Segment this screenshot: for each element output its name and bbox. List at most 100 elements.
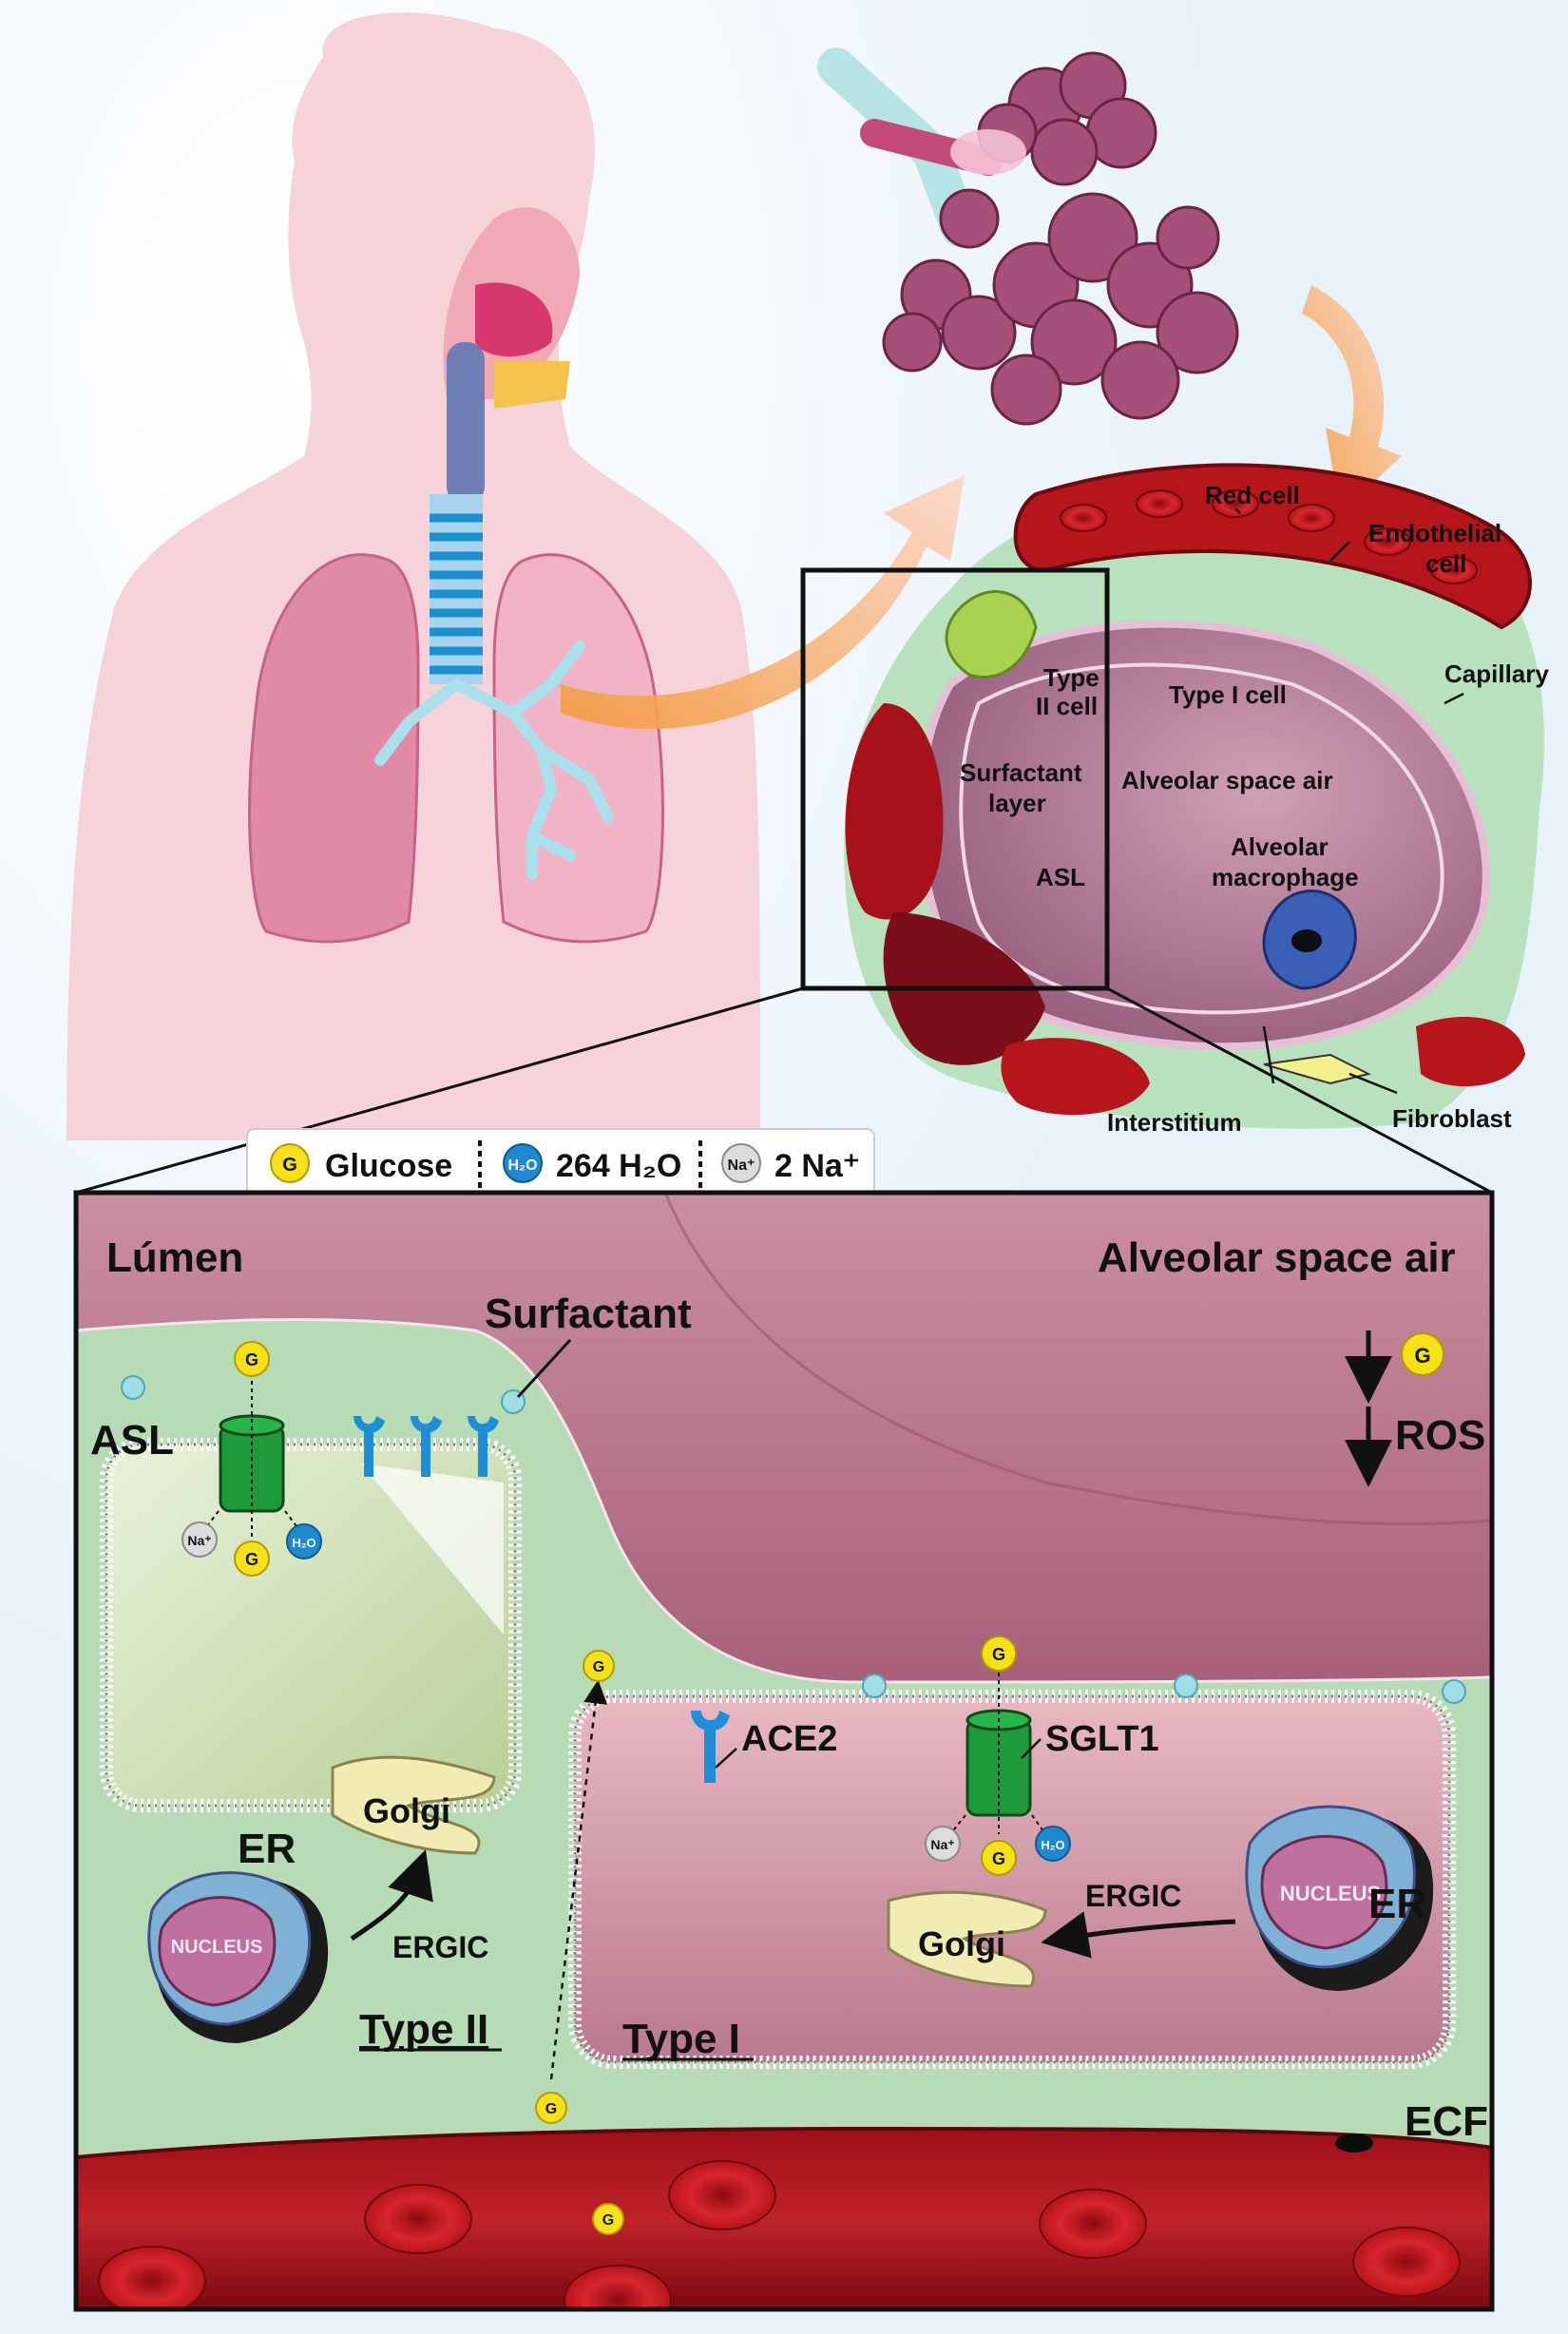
lung-to-alveolus-arrow [561,475,965,730]
legend-glucose-symbol: G [282,1155,297,1176]
alveolus-cross-section: Red cell Endothelial cell Capillary Type… [75,463,1549,1195]
label-red-cell: Red cell [1205,481,1300,509]
right-lung [248,553,420,944]
zoom-box [800,567,1110,991]
label-alveolar-space-air: Alveolar space air [1098,1234,1456,1281]
label-ecf: ECF [1405,2098,1488,2145]
type-i-golgi: Golgi [887,1890,1047,1988]
svg-text:G: G [245,1350,258,1369]
label-interstitium: Interstitium [1107,1108,1242,1137]
label-type-i: Type I [622,2016,740,2062]
label-surfactant-2: layer [988,789,1046,817]
surfactant-layer-line [959,662,1444,1015]
macrophage-nucleus [1291,929,1322,952]
label-type-i-cell: Type I cell [1169,680,1287,709]
label-macrophage-2: macrophage [1212,863,1359,891]
type-ii-highlight [361,1464,504,1635]
svg-text:Golgi: Golgi [363,1791,450,1830]
pharynx [447,342,485,504]
lumen-glucose: G [1401,1332,1444,1376]
legend-glucose-label: Glucose [325,1148,452,1184]
svg-text:Golgi: Golgi [918,1924,1005,1963]
detail-panel: G Na⁺ G H₂O G G G [73,1190,1495,2312]
label-er-type-ii: ER [238,1826,296,1872]
label-fibroblast: Fibroblast [1392,1104,1512,1133]
type-ii-water: H₂O [286,1523,322,1559]
label-type-ii: Type II [359,2006,488,2053]
alveolus-leader-lines [1234,507,1464,1095]
label-ace2: ACE2 [741,1719,837,1759]
type-i-nucleus-er: NUCLEUS [1245,1805,1434,1991]
legend-sodium-label: 2 Na⁺ [774,1148,860,1184]
human-torso-illustration [67,12,760,1140]
type-i-cell-membrane [573,1694,1451,2064]
ace2-leader [715,1748,737,1769]
bottom-capillary [76,2126,1492,2309]
legend-water-label: 264 H₂O [556,1148,681,1184]
legend-sodium-symbol: Na⁺ [728,1157,755,1174]
type-ii-golgi: Golgi [331,1755,496,1855]
legend-water-symbol: H₂O [507,1157,537,1174]
lumen-fold-1 [663,1193,1492,1526]
type-ii-sglt1-transporter[interactable] [203,1373,300,1540]
cluster-to-alveolus-arrow [1302,285,1402,513]
svg-text:NUCLEUS: NUCLEUS [1280,1882,1381,1905]
lumen-region [76,1193,1492,1682]
type-ii-ergic-arrow [350,1849,433,1942]
svg-text:NUCLEUS: NUCLEUS [171,1937,263,1958]
type-i-ace2-receptor[interactable] [691,1711,730,1783]
type-ii-sodium: Na⁺ [182,1521,218,1558]
label-asl: ASL [90,1417,174,1464]
fibroblast-cell [1263,1053,1371,1085]
tongue [475,282,553,356]
right-red-cell-vessel [1416,1017,1525,1087]
svg-text:G: G [593,1659,604,1675]
sglt1-leader [1021,1738,1042,1759]
label-sglt1: SGLT1 [1045,1719,1159,1759]
svg-text:G: G [602,2212,614,2229]
type-ii-glucose-top: G [234,1341,270,1377]
legend-sodium-icon [721,1143,761,1183]
label-endothelial-1: Endothelial [1368,519,1501,547]
legend: G Glucose H₂O 264 H₂O Na⁺ 2 Na⁺ [246,1128,875,1198]
label-ergic-type-i: ERGIC [1085,1879,1181,1913]
svg-text:Na⁺: Na⁺ [930,1837,954,1852]
type-i-sodium: Na⁺ [925,1826,961,1862]
type-i-glucose-top: G [981,1636,1017,1672]
svg-text:H₂O: H₂O [1041,1838,1064,1852]
type-ii-cell [945,590,1038,679]
label-alveolar-space-air-small: Alveolar space air [1121,766,1333,794]
surfactant-leader [516,1338,572,1399]
paracellular-glucose-top: G [583,1650,615,1682]
type-i-sglt1-transporter[interactable] [949,1673,1046,1835]
left-capillary [845,703,944,920]
svg-text:G: G [245,1550,258,1569]
bronchial-tree [374,641,614,880]
surfactant-membrane-line [76,1317,1492,1684]
label-ergic-type-ii: ERGIC [392,1930,488,1964]
label-macrophage-1: Alveolar [1231,832,1329,861]
legend-glucose-icon [270,1143,310,1183]
alveoli-cluster [817,48,1239,426]
type-ii-cell-membrane [105,1443,517,1808]
panel-frame [73,1190,1495,2312]
svg-text:G: G [545,2101,557,2117]
svg-text:G: G [992,1849,1005,1868]
zoom-line-right [1106,986,1493,1195]
label-er-type-i: ER [1368,1881,1426,1927]
bottom-capillary-red-cells [98,2160,1461,2309]
type-ii-ace2-receptors [354,1416,499,1477]
bottom-red-cell-vessel [1001,1038,1150,1116]
label-surfactant-1: Surfactant [960,758,1082,787]
type-i-water: H₂O [1035,1826,1071,1862]
jaw [494,361,570,409]
blood-glucose: G [592,2203,624,2235]
label-capillary: Capillary [1444,660,1549,688]
legend-water-icon [503,1143,543,1183]
paracellular-glucose-path [549,1679,607,2080]
label-ros: ROS [1395,1412,1485,1459]
label-endothelial-2: cell [1425,549,1466,578]
endothelial-nucleus [1335,2133,1373,2152]
